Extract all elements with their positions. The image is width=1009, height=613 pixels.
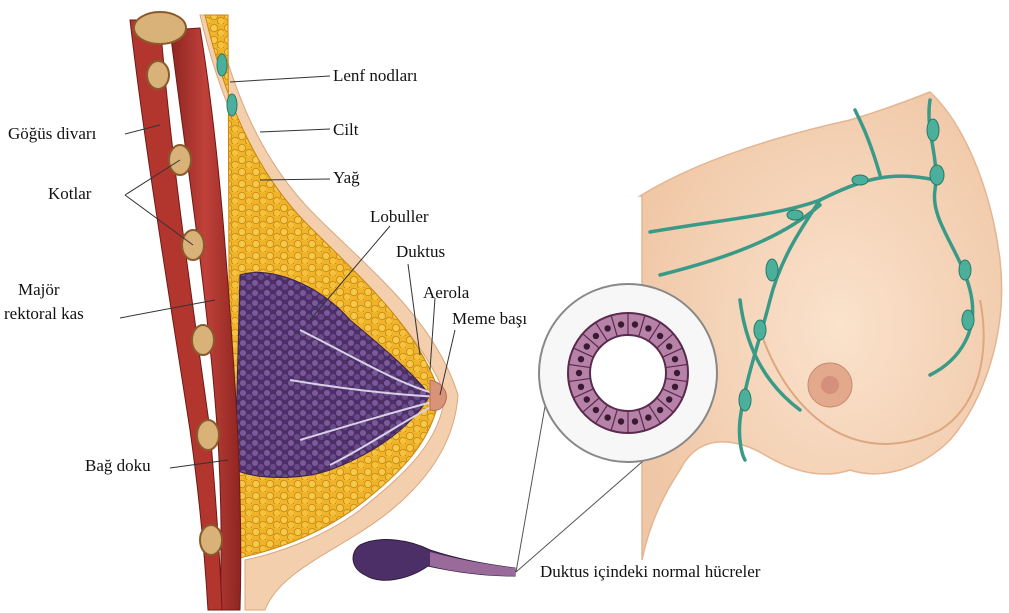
cell-nucleus [666, 396, 672, 402]
cell-nucleus [604, 414, 610, 420]
cell-nucleus [632, 321, 638, 327]
cell-nucleus [618, 321, 624, 327]
cell-nucleus [666, 343, 672, 349]
label-muscle-line1: Majör [18, 280, 60, 300]
cell-nucleus [578, 356, 584, 362]
magnified-duct-view [516, 284, 717, 572]
cell-nucleus [632, 418, 638, 424]
duct-detail [353, 540, 515, 581]
cell-nucleus [674, 370, 680, 376]
label-lymph-nodes: Lenf nodları [333, 66, 418, 86]
label-fat: Yağ [333, 168, 360, 188]
cell-nucleus [672, 384, 678, 390]
label-chest-wall: Göğüs divarı [8, 124, 96, 144]
cell-nucleus [576, 370, 582, 376]
frontal-nipple [821, 376, 839, 394]
label-ribs: Kotlar [48, 184, 91, 204]
cell-nucleus [672, 356, 678, 362]
cell-nucleus [645, 414, 651, 420]
label-muscle-line2: rektoral kas [4, 304, 84, 324]
cell-nucleus [604, 325, 610, 331]
label-areola: Aerola [423, 283, 469, 303]
label-lobules: Lobuller [370, 207, 429, 227]
duct-lumen [590, 335, 666, 411]
cell-nucleus [618, 418, 624, 424]
label-duct-cells: Duktus içindeki normal hücreler [540, 562, 760, 582]
cell-nucleus [593, 407, 599, 413]
cell-nucleus [578, 384, 584, 390]
cell-nucleus [657, 407, 663, 413]
cell-nucleus [584, 396, 590, 402]
label-duct: Duktus [396, 242, 445, 262]
cell-nucleus [645, 325, 651, 331]
cell-nucleus [657, 333, 663, 339]
cell-nucleus [593, 333, 599, 339]
label-connective-tissue: Bağ doku [85, 456, 151, 476]
label-nipple: Meme başı [452, 309, 527, 329]
cell-nucleus [584, 343, 590, 349]
label-skin: Cilt [333, 120, 359, 140]
